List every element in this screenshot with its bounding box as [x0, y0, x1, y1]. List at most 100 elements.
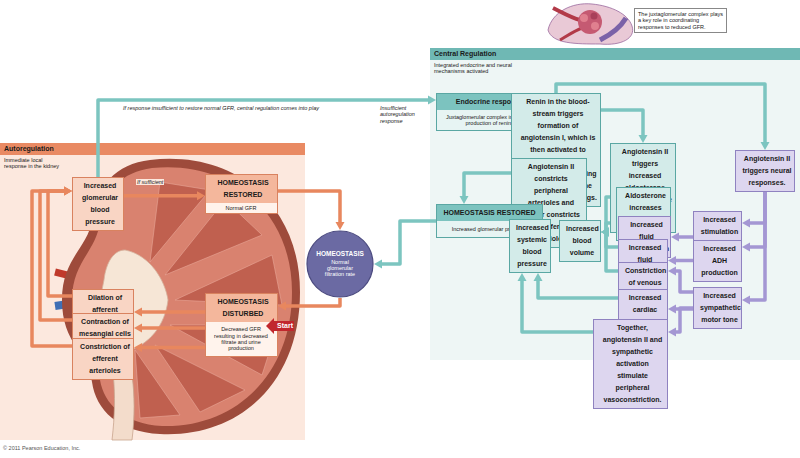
- node-subtext: Decreased GFR resulting in decreased fil…: [206, 322, 276, 356]
- node-subtext: Normal glomerular filtration rate: [318, 259, 362, 278]
- connector-line: [124, 194, 199, 198]
- node-text: Together, angiotensin II and sympathetic…: [596, 322, 665, 406]
- connector-line: [284, 298, 340, 306]
- panel-band: [0, 143, 305, 155]
- arrow-head: [460, 196, 469, 204]
- node-text: HOMEOSTASIS: [316, 250, 364, 257]
- neural-box: Together, angiotensin II and sympathetic…: [593, 319, 668, 409]
- arrow-head: [64, 187, 72, 196]
- node-subtext: Normal GFR: [206, 203, 276, 213]
- connector-line: [140, 346, 205, 350]
- connector-arrow: [742, 192, 765, 305]
- connector-line: [140, 326, 205, 330]
- node-text: The juxtaglomerular complex plays a key …: [638, 11, 723, 30]
- node-text: Central Regulation: [430, 48, 800, 60]
- connector-arrow: [518, 273, 594, 332]
- node-text: Angiotensin II triggers neural responses…: [738, 153, 792, 189]
- note-text: Insufficient autoregulation response: [380, 105, 426, 124]
- kidney-cortex: [72, 167, 292, 426]
- glomerulus: [578, 10, 602, 34]
- connector-line: [40, 191, 72, 320]
- connector-arrow: [278, 298, 340, 311]
- node-text: Increased glomerular blood pressure: [75, 180, 121, 228]
- arrow-head: [534, 273, 543, 281]
- arrow-head: [374, 260, 382, 269]
- arrow-head: [668, 328, 676, 337]
- arteriole: [560, 28, 582, 40]
- arrow-head: [639, 135, 648, 143]
- node-subtext: Immediate local response in the kidney: [0, 155, 70, 172]
- connector-line: [677, 235, 693, 239]
- node-text: Constriction of efferent arterioles: [75, 341, 131, 377]
- process-box: Increased systemic blood pressure: [509, 219, 551, 273]
- connector-arrow: [534, 273, 619, 298]
- edge-label: If response insufficient to restore norm…: [122, 105, 320, 111]
- connector-line: [380, 221, 436, 264]
- copyright-note: © 2011 Pearson Education, Inc.: [3, 445, 80, 451]
- panel-band: [430, 48, 800, 60]
- connector-arrow: [374, 221, 436, 269]
- connector-arrow: [460, 173, 512, 204]
- tubule: [600, 18, 626, 40]
- kidney-capsule: [62, 159, 300, 434]
- capillary: [580, 14, 588, 22]
- connector-arrow: [671, 233, 693, 242]
- arrow-head: [742, 219, 750, 228]
- connector-arrow: [32, 187, 72, 347]
- arrow-head: [668, 267, 676, 276]
- connector-line: [748, 192, 765, 223]
- arrow-head: [668, 305, 676, 314]
- connector-arrow: [134, 324, 205, 333]
- connector-arrow: [742, 192, 765, 228]
- arrow-head: [671, 233, 679, 242]
- neural-box: Angiotensin II triggers neural responses…: [735, 150, 795, 192]
- connector-arrow: [742, 192, 765, 252]
- connector-arrow: [668, 267, 693, 293]
- node-text: Contraction of mesangial cells: [75, 316, 131, 340]
- process-box: Constriction of efferent arterioles: [72, 338, 134, 380]
- connector-line: [674, 271, 693, 292]
- kidney-illustration: [55, 159, 300, 440]
- region-panel: Central RegulationIntegrated endocrine a…: [430, 48, 800, 360]
- connector-line: [522, 279, 593, 332]
- connector-line: [674, 259, 693, 263]
- connector-arrow: [124, 191, 205, 200]
- node-text: HOMEOSTASIS RESTORED: [206, 175, 277, 203]
- neural-box: Increased sympathetic motor tone: [693, 287, 742, 329]
- circle-fill: [307, 231, 373, 297]
- arrow-head: [134, 308, 142, 317]
- process-box: Increased blood volume: [559, 220, 601, 262]
- connector-arrow: [601, 110, 648, 143]
- connector-arrow: [278, 191, 345, 230]
- connector-line: [278, 191, 340, 224]
- status-box: HOMEOSTASIS RESTOREDNormal GFR: [205, 174, 278, 214]
- arrow-head: [134, 343, 142, 352]
- node-subtext: Integrated endocrine and neural mechanis…: [430, 60, 538, 77]
- node-text: Increased systemic blood pressure: [512, 222, 548, 270]
- capillary: [591, 13, 598, 20]
- juxtaglomerular-illustration: [548, 4, 633, 45]
- start-arrow: Start: [266, 318, 294, 334]
- connector-line: [98, 100, 430, 177]
- node-text: Increased sympathetic motor tone: [696, 290, 739, 326]
- connector-arrow: [40, 187, 72, 321]
- process-box: Increased glomerular blood pressure: [72, 177, 124, 231]
- connector-line: [48, 191, 72, 296]
- arrow-head: [134, 324, 142, 333]
- node-text: HOMEOSTASIS DISTURBED: [206, 294, 277, 322]
- arrow-head: [64, 187, 72, 196]
- region-panel: AutoregulationImmediate local response i…: [0, 143, 305, 440]
- connector-line: [748, 192, 765, 300]
- callout-box: The juxtaglomerular complex plays a key …: [634, 8, 727, 33]
- connector-arrow: [668, 308, 693, 337]
- capillary: [591, 22, 599, 30]
- connector-line: [538, 279, 618, 298]
- connector-arrow: [134, 308, 205, 317]
- panel-ground: [430, 60, 800, 360]
- arrow-head: [742, 243, 750, 252]
- node-text: Increased blood volume: [562, 223, 598, 259]
- medullary-pyramid: [135, 350, 180, 418]
- connector-arrow: [134, 343, 205, 352]
- connector-line: [674, 308, 693, 332]
